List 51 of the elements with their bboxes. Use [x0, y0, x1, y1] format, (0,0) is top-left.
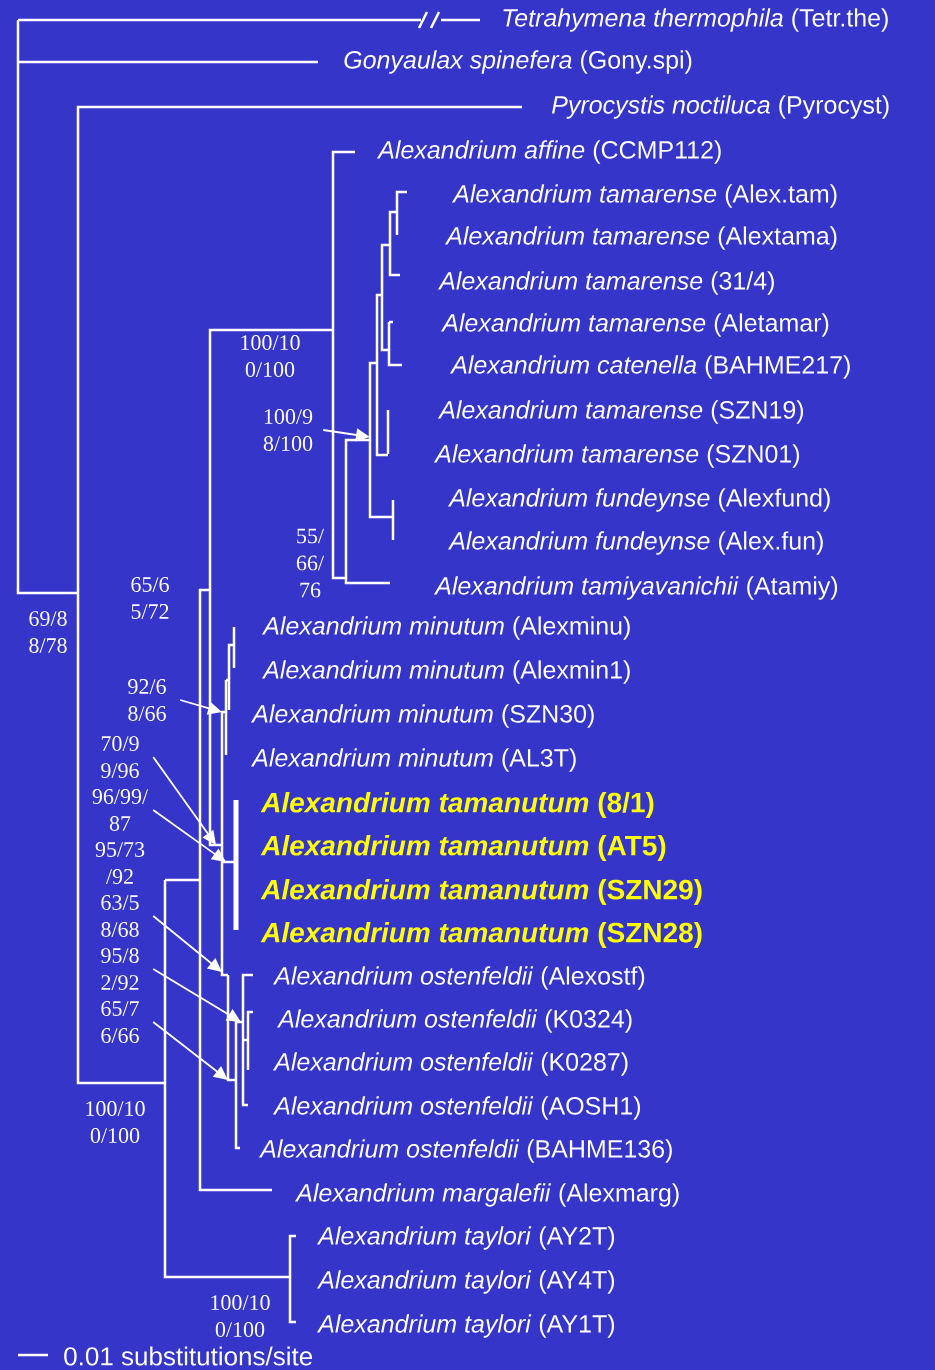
- highlighted-taxon-label: Alexandrium tamanutum (AT5): [260, 834, 666, 862]
- taxon-label: Alexandrium ostenfeldii (BAHME136): [258, 1139, 672, 1163]
- leader-arrow: [152, 1021, 228, 1080]
- bootstrap-value: 63/5 8/68: [101, 895, 139, 937]
- scale-label: 0.01 substitutions/site: [64, 1346, 313, 1366]
- bootstrap-value: 69/8 8/78: [29, 611, 67, 653]
- bootstrap-value: 95/8 2/92: [101, 948, 139, 990]
- bootstrap-value: 95/73 /92: [95, 842, 145, 884]
- bootstrap-value: 92/6 8/66: [128, 679, 166, 721]
- taxon-label: Alexandrium ostenfeldii (Alexostf): [272, 966, 645, 990]
- bootstrap-value: 65/7 6/66: [101, 1001, 139, 1043]
- taxon-label: Alexandrium affine (CCMP112): [376, 140, 721, 164]
- taxon-label: Alexandrium tamarense (Alextama): [444, 226, 837, 250]
- highlighted-taxon-label: Alexandrium tamanutum (8/1): [260, 791, 654, 819]
- taxon-label: Gonyaulax spinefera (Gony.spi): [344, 50, 692, 74]
- taxon-label: Pyrocystis noctiluca (Pyrocyst): [551, 95, 889, 119]
- taxon-label: Alexandrium tamarense (SZN01): [433, 444, 800, 468]
- taxon-label: Alexandrium taylori (AY1T): [316, 1314, 615, 1338]
- taxon-label: Alexandrium fundeynse (Alexfund): [447, 488, 830, 512]
- taxon-label: Alexandrium fundeynse (Alex.fun): [447, 531, 823, 555]
- bootstrap-value: 65/6 5/72: [131, 577, 169, 619]
- taxon-label: Alexandrium minutum (Alexmin1): [261, 660, 630, 684]
- taxon-label: Alexandrium ostenfeldii (AOSH1): [272, 1096, 641, 1120]
- taxon-label: Alexandrium tamarense (Aletamar): [440, 313, 829, 337]
- taxon-label: Alexandrium minutum (AL3T): [250, 748, 576, 772]
- bootstrap-value: 70/9 9/96: [101, 736, 139, 778]
- bootstrap-value: 100/10 0/100: [241, 335, 300, 377]
- highlighted-taxon-label: Alexandrium tamanutum (SZN29): [260, 878, 702, 906]
- taxon-label: Alexandrium minutum (Alexminu): [261, 616, 630, 640]
- taxon-label: Alexandrium taylori (AY4T): [316, 1270, 615, 1294]
- taxon-label: Alexandrium ostenfeldii (K0324): [276, 1009, 632, 1033]
- bootstrap-value: 100/9 8/100: [263, 409, 313, 451]
- taxon-label: Alexandrium minutum (SZN30): [250, 704, 594, 728]
- taxon-label: Alexandrium tamiyavanichii (Atamiy): [433, 576, 838, 600]
- bootstrap-value: 55/ 66/ 76: [296, 528, 325, 598]
- taxon-label: Alexandrium catenella (BAHME217): [449, 355, 850, 379]
- bootstrap-value: 96/99/ 87: [92, 789, 149, 831]
- leader-arrow: [152, 968, 241, 1022]
- taxon-label: Alexandrium tamarense (31/4): [437, 271, 774, 295]
- taxon-label: Alexandrium tamarense (SZN19): [437, 400, 804, 424]
- taxon-label: Alexandrium taylori (AY2T): [316, 1226, 615, 1250]
- taxon-label: Alexandrium tamarense (Alex.tam): [451, 184, 837, 208]
- taxon-label: Alexandrium margalefii (Alexmarg): [294, 1183, 679, 1207]
- leader-arrow: [152, 809, 226, 862]
- leader-arrow: [152, 756, 216, 845]
- taxon-label: Tetrahymena thermophila (Tetr.the): [503, 8, 888, 32]
- bootstrap-value: 100/10 0/100: [86, 1101, 145, 1143]
- taxon-label: Alexandrium ostenfeldii (K0287): [272, 1052, 628, 1076]
- highlighted-taxon-label: Alexandrium tamanutum (SZN28): [260, 921, 702, 949]
- leader-arrow: [152, 915, 222, 972]
- bootstrap-value: 100/10 0/100: [211, 1295, 270, 1337]
